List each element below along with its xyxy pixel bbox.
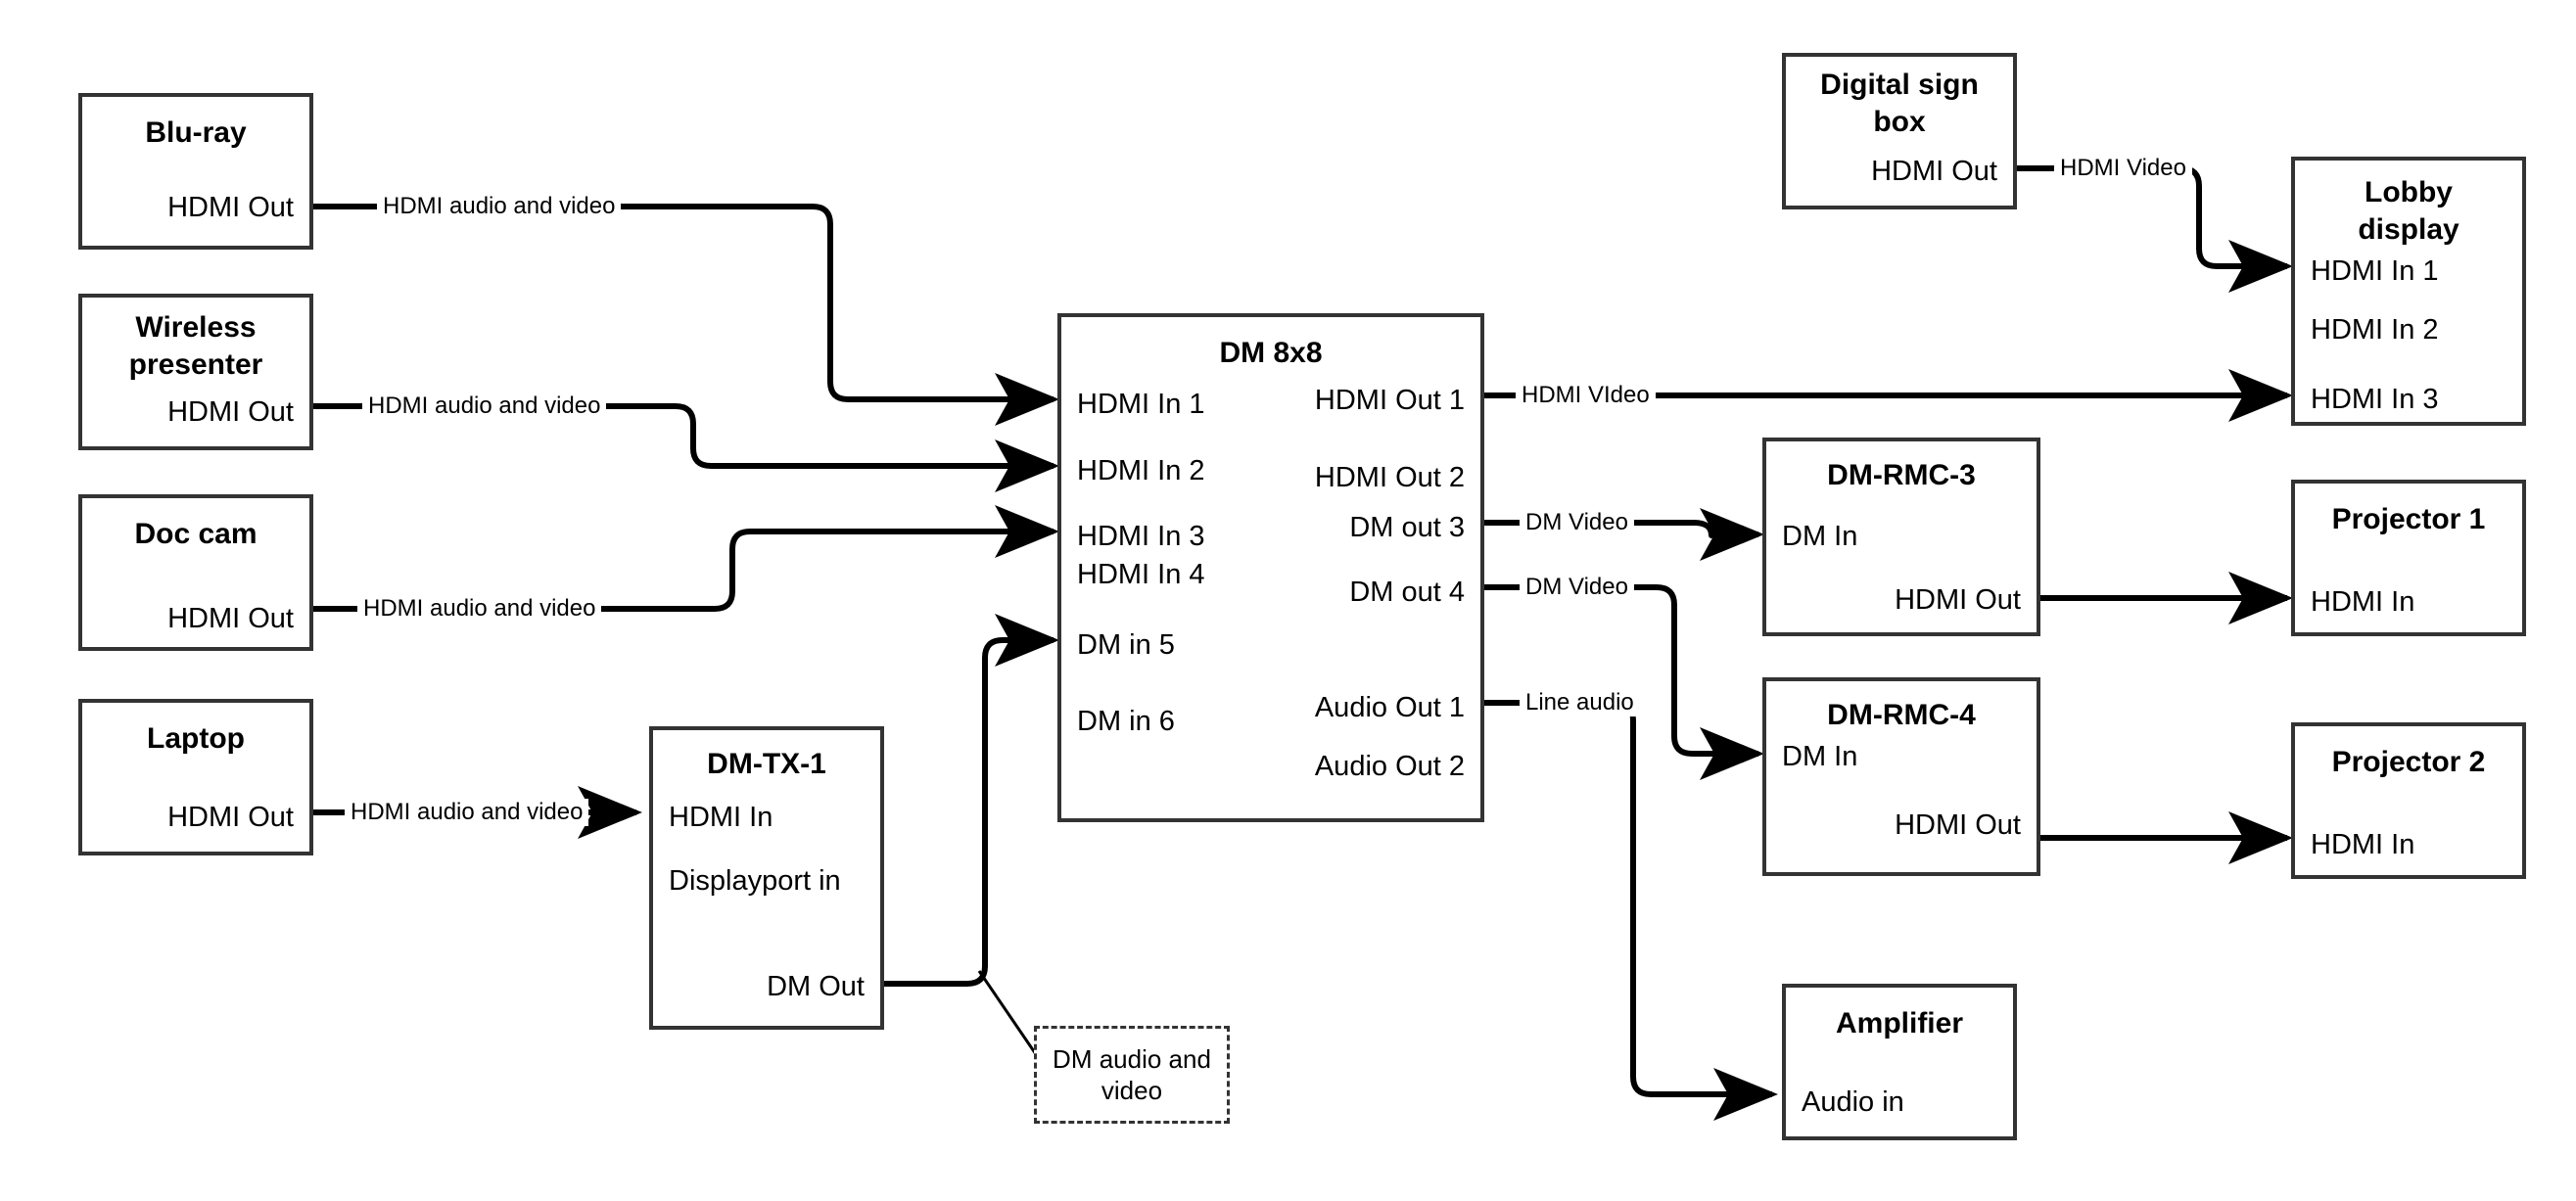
- node-digital-sign-box[interactable]: Digital sign box HDMI Out: [1782, 53, 2017, 209]
- node-digital-sign-box-title-line2: box: [1873, 106, 1926, 138]
- port-dm-8x8-hdmi-out-1: HDMI Out 1: [1314, 385, 1465, 416]
- wire-label-dm-out1-to-lobby: HDMI VIdeo: [1516, 382, 1656, 409]
- node-amplifier-title: Amplifier: [1835, 1007, 1964, 1039]
- port-dm-rmc-4-hdmi-out: HDMI Out: [1895, 809, 2021, 841]
- port-dm-tx-1-hdmi-in: HDMI In: [669, 802, 773, 833]
- port-dm-rmc-4-dm-in: DM In: [1782, 741, 1858, 772]
- node-laptop[interactable]: Laptop HDMI Out: [78, 699, 313, 855]
- node-projector-2-title: Projector 2: [2331, 746, 2486, 778]
- node-wireless-presenter[interactable]: Wireless presenter HDMI Out: [78, 294, 313, 450]
- node-dm-tx-1-title: DM-TX-1: [707, 748, 826, 780]
- callout-leader-line: [977, 970, 1040, 1058]
- port-projector-1-hdmi-in: HDMI In: [2311, 586, 2415, 618]
- node-projector-1[interactable]: Projector 1 HDMI In: [2291, 480, 2526, 636]
- port-dm-8x8-dm-in-6: DM in 6: [1077, 706, 1175, 737]
- node-dm-rmc-4-title: DM-RMC-4: [1827, 699, 1976, 731]
- wire-label-bluray-to-dm: HDMI audio and video: [377, 193, 622, 220]
- node-dm-rmc-3[interactable]: DM-RMC-3 DM In HDMI Out: [1762, 438, 2040, 636]
- node-dm-8x8[interactable]: DM 8x8 HDMI In 1 HDMI In 2 HDMI In 3 HDM…: [1057, 313, 1484, 822]
- node-doc-cam-title: Doc cam: [134, 518, 258, 550]
- node-dm-8x8-title: DM 8x8: [1219, 337, 1323, 369]
- node-lobby-display-title-line2: display: [2358, 213, 2459, 246]
- port-dm-rmc-3-hdmi-out: HDMI Out: [1895, 584, 2021, 616]
- node-wireless-presenter-title-line1: Wireless: [135, 311, 257, 344]
- node-projector-1-title: Projector 1: [2331, 503, 2486, 535]
- port-digital-sign-box-hdmi-out: HDMI Out: [1871, 156, 1997, 187]
- port-dm-8x8-hdmi-in-3: HDMI In 3: [1077, 521, 1205, 552]
- port-dm-8x8-hdmi-out-2: HDMI Out 2: [1314, 462, 1465, 493]
- port-dm-8x8-hdmi-in-1: HDMI In 1: [1077, 389, 1205, 420]
- callout-line-1: DM audio and: [1053, 1044, 1211, 1074]
- wire-label-sign-to-lobby: HDMI Video: [2054, 155, 2192, 182]
- callout-line-2: video: [1101, 1076, 1163, 1105]
- port-dm-tx-1-dm-out: DM Out: [767, 971, 865, 1002]
- callout-dm-audio-and-video: DM audio and video: [1034, 1026, 1230, 1124]
- port-laptop-hdmi-out: HDMI Out: [167, 802, 294, 833]
- port-wireless-presenter-hdmi-out: HDMI Out: [167, 396, 294, 428]
- wire-label-dm-out4-to-rmc4: DM Video: [1520, 574, 1634, 601]
- wire-sign-to-lobby-in1: [2017, 165, 2293, 293]
- port-lobby-display-hdmi-in-1: HDMI In 1: [2311, 255, 2439, 287]
- node-wireless-presenter-title-line2: presenter: [128, 348, 263, 381]
- port-dm-8x8-hdmi-in-4: HDMI In 4: [1077, 559, 1205, 590]
- wire-dm-audio1-to-amplifier: [1484, 700, 1778, 1121]
- port-doc-cam-hdmi-out: HDMI Out: [167, 603, 294, 634]
- node-bluray[interactable]: Blu-ray HDMI Out: [78, 93, 313, 250]
- wire-label-dm-audio1-to-amp: Line audio: [1520, 689, 1640, 716]
- node-digital-sign-box-title-line1: Digital sign: [1820, 69, 1979, 101]
- port-dm-8x8-audio-out-1: Audio Out 1: [1314, 692, 1465, 723]
- node-bluray-title: Blu-ray: [145, 116, 247, 149]
- node-doc-cam[interactable]: Doc cam HDMI Out: [78, 494, 313, 651]
- wire-label-dm-out3-to-rmc3: DM Video: [1520, 509, 1634, 536]
- wire-bluray-to-dm-in1: [313, 204, 1059, 426]
- node-dm-tx-1[interactable]: DM-TX-1 HDMI In Displayport in DM Out: [649, 726, 884, 1030]
- node-lobby-display-title-line1: Lobby: [2365, 176, 2453, 208]
- node-amplifier[interactable]: Amplifier Audio in: [1782, 984, 2017, 1140]
- port-dm-8x8-dm-out-4: DM out 4: [1349, 577, 1465, 608]
- node-dm-rmc-3-title: DM-RMC-3: [1827, 459, 1976, 491]
- port-dm-8x8-hdmi-in-2: HDMI In 2: [1077, 455, 1205, 486]
- port-dm-8x8-dm-in-5: DM in 5: [1077, 629, 1175, 661]
- port-amplifier-audio-in: Audio in: [1802, 1086, 1904, 1118]
- node-laptop-title: Laptop: [147, 722, 245, 755]
- port-dm-8x8-dm-out-3: DM out 3: [1349, 512, 1465, 543]
- port-lobby-display-hdmi-in-2: HDMI In 2: [2311, 314, 2439, 346]
- port-dm-tx-1-displayport-in: Displayport in: [669, 865, 841, 897]
- wire-dm-out4-to-rmc4: [1484, 584, 1764, 780]
- wire-label-wireless-to-dm: HDMI audio and video: [362, 393, 607, 420]
- port-bluray-hdmi-out: HDMI Out: [167, 192, 294, 223]
- node-lobby-display[interactable]: Lobby display HDMI In 1 HDMI In 2 HDMI I…: [2291, 157, 2526, 426]
- wire-label-laptop-to-dmtx: HDMI audio and video: [345, 799, 589, 826]
- node-dm-rmc-4[interactable]: DM-RMC-4 DM In HDMI Out: [1762, 677, 2040, 876]
- port-projector-2-hdmi-in: HDMI In: [2311, 829, 2415, 860]
- port-dm-rmc-3-dm-in: DM In: [1782, 521, 1858, 552]
- wire-label-doccam-to-dm: HDMI audio and video: [357, 595, 602, 623]
- wire-dmtx-to-dm-in5: [884, 614, 1059, 987]
- port-lobby-display-hdmi-in-3: HDMI In 3: [2311, 384, 2439, 415]
- node-projector-2[interactable]: Projector 2 HDMI In: [2291, 722, 2526, 879]
- port-dm-8x8-audio-out-2: Audio Out 2: [1314, 751, 1465, 782]
